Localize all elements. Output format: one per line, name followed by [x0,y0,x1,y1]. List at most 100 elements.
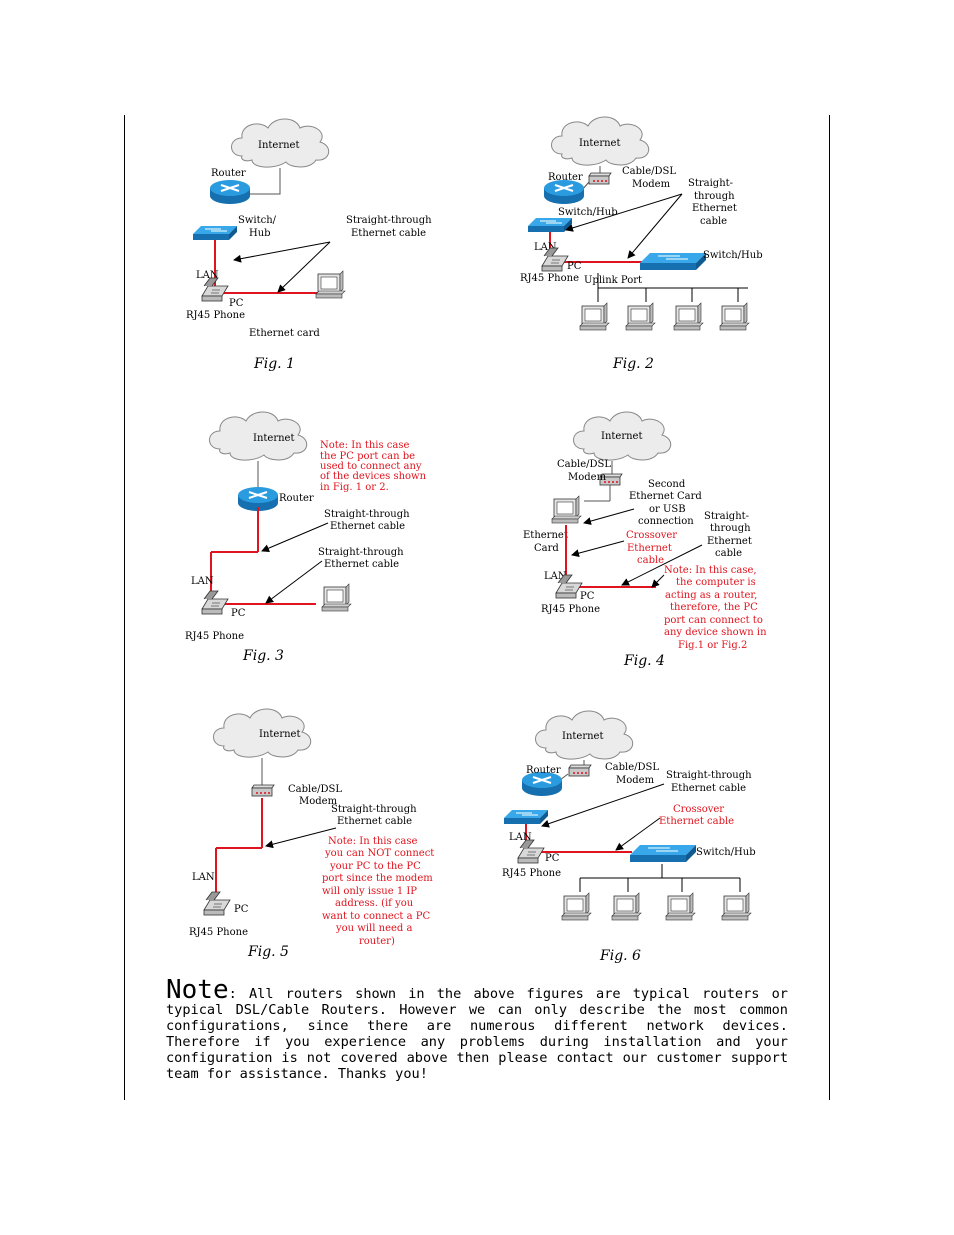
modem-label-1: Cable/DSL [605,762,659,773]
fig4-note-line-2: the computer is [676,577,756,588]
cable-label-1: Straight-through [666,770,752,781]
modem-label-2: Modem [568,472,607,483]
cable-label-1: Straight-through [331,804,417,815]
cable-label-4: cable [715,548,742,559]
fig3-caption: Fig. 3 [242,648,284,664]
lan-label: LAN [534,242,557,253]
rj45-label: RJ45 Phone [189,927,248,938]
fig5-note-line-6: address. (if you [335,898,414,909]
fig3-note-line-2: the PC port can be [320,451,415,462]
fig5-note-line-7: want to connect a PC [322,911,430,922]
fig4-note-line-6: any device shown in [664,627,767,638]
router-icon [543,179,585,205]
crossover-label-2: Ethernet [627,543,672,554]
fig4-caption: Fig. 4 [623,653,665,669]
router-label: Router [526,765,561,776]
cable-label-1b: Ethernet cable [330,521,405,532]
phone-icon [517,839,545,864]
figure-2: Internet Cable/DSL Modem Router Switch/H… [520,116,763,372]
modem-label-1: Cable/DSL [622,166,676,177]
usb-label: or USB [649,504,686,515]
computer-icon-4 [719,302,750,331]
fig4-note-line-3: acting as a router, [665,590,757,601]
fig4-note-line-1: Note: In this case, [664,565,757,576]
cable-label-1: Straight-through [346,215,432,226]
crossover-label-2: Ethernet cable [659,816,734,827]
fig5-note-line-9: router) [359,936,395,947]
rj45-label: RJ45 Phone [520,273,579,284]
pc-port-label: PC [234,904,249,915]
switch-hub-label: Switch/Hub [696,847,756,858]
fig1-caption: Fig. 1 [253,356,295,372]
switch-label: Switch/ [238,215,277,226]
connection-label: connection [638,516,694,527]
modem-label-1: Cable/DSL [288,784,342,795]
rj45-label: RJ45 Phone [186,310,245,321]
left-border-line [124,115,125,1100]
note-heading: Note [166,975,229,1005]
hub-label: Hub [249,228,271,239]
cable-label-2: through [694,191,735,202]
fig5-note-line-5: will only issue 1 IP [322,886,417,897]
lan-label: LAN [191,576,214,587]
second-label: Second [648,479,686,490]
internet-label: Internet [259,729,300,740]
lan-label: LAN [544,571,567,582]
modem-label-2: Modem [616,775,655,786]
figure-6: Internet Cable/DSL Modem Router LAN PC R… [502,710,756,964]
lan-label: LAN [192,872,215,883]
router-icon [209,179,251,205]
computer-icon-2 [611,892,642,921]
modem-label-2: Modem [299,796,338,807]
uplink-label: Uplink Port [584,275,642,286]
figure-1: Internet Router Switch/ Hub LAN PC RJ45 … [186,118,432,372]
fig6-caption: Fig. 6 [599,948,641,964]
rj45-label: RJ45 Phone [185,631,244,642]
cable-label-1a: Straight-through [324,509,410,520]
fig5-note-line-4: port since the modem [322,873,433,884]
fig3-note-line-1: Note: In this case [320,440,409,451]
computer-icon-2 [625,302,656,331]
computer-icon [315,270,346,299]
cable-label-1: Straight- [704,511,749,522]
pc-port-label: PC [567,261,582,272]
switch-hub-label: Switch/Hub [703,250,763,261]
cable-label-2: through [710,523,751,534]
cable-label-3: Ethernet [692,203,737,214]
phone-icon [201,590,229,615]
computer-icon [321,583,352,612]
eth-card-label-1: Ethernet [523,530,568,541]
switch-hub-icon [639,252,707,271]
computer-router-icon [551,495,582,524]
fig4-note-line-5: port can connect to [664,615,763,626]
ethernet-card-label: Ethernet card [249,328,320,339]
fig5-note-line-1: Note: In this case [328,836,417,847]
rj45-label: RJ45 Phone [541,604,600,615]
note-body: : All routers shown in the above figures… [166,986,788,1082]
modem-icon [568,764,592,777]
cable-label-2: Ethernet cable [671,783,746,794]
switch-hub-icon [629,844,697,863]
fig3-note-line-3: used to connect any [320,461,422,472]
cable-label-4: cable [700,216,727,227]
fig4-note-line-7: Fig.1 or Fig.2 [678,640,747,651]
crossover-label-3: cable [637,555,664,566]
fig5-caption: Fig. 5 [247,944,289,960]
computer-icon-3 [665,892,696,921]
switch-icon [527,217,573,233]
figure-4: Internet Cable/DSL Modem Second Ethernet… [523,411,767,669]
figure-3: Internet Router LAN PC RJ45 Phone Straig… [185,411,427,664]
figure-5: Internet Cable/DSL Modem LAN PC RJ45 Pho… [189,708,434,960]
modem-label-1: Cable/DSL [557,459,611,470]
phone-icon [201,277,229,302]
switch-icon [503,809,549,825]
router-label: Router [548,172,583,183]
router-label: Router [279,493,314,504]
fig2-caption: Fig. 2 [612,356,654,372]
fig3-note-line-4: of the devices shown [320,471,427,482]
computer-icon-1 [579,302,610,331]
computer-icon-1 [561,892,592,921]
pc-port-label: PC [229,298,244,309]
pc-port-label: PC [580,591,595,602]
crossover-label-1: Crossover [673,804,724,815]
